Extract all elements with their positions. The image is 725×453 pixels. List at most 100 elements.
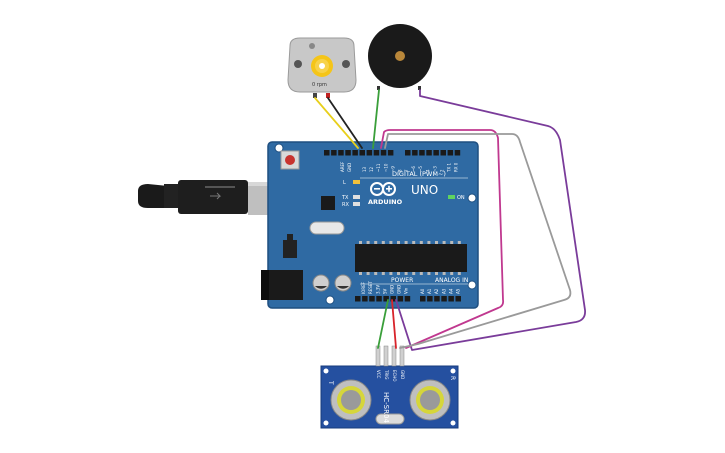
power-pin-header[interactable] — [355, 296, 411, 302]
on-led — [448, 195, 455, 199]
digital-pin-label: 2 — [440, 169, 445, 172]
wire-magenta — [380, 129, 505, 349]
header-socket[interactable] — [331, 150, 337, 156]
header-socket[interactable] — [376, 296, 382, 302]
header-socket[interactable] — [448, 296, 454, 302]
power-pin-label: GND — [390, 285, 395, 294]
header-socket[interactable] — [433, 150, 439, 156]
sensor-pin-header[interactable] — [375, 345, 405, 367]
header-socket[interactable] — [366, 150, 373, 156]
header-socket[interactable] — [441, 296, 447, 302]
header-socket[interactable] — [383, 296, 389, 302]
power-header-label: POWER — [391, 277, 413, 284]
power-pin-label: Vin — [404, 287, 409, 294]
digital-pin-label: 12 — [369, 166, 374, 172]
motor-rpm-label: 0 rpm — [312, 82, 327, 88]
header-socket[interactable] — [397, 296, 404, 302]
wire-buzzer-purple — [395, 89, 586, 351]
motor-shaft-gear-icon — [311, 55, 333, 77]
wire-motor-black — [327, 97, 363, 149]
sensor-pin-label: VCC — [376, 370, 381, 379]
digital-pin-label: ~9 — [390, 166, 395, 172]
tx-led — [353, 195, 360, 199]
header-socket[interactable] — [455, 296, 462, 302]
header-socket[interactable] — [324, 150, 330, 156]
header-socket[interactable] — [338, 150, 344, 156]
reset-button[interactable] — [280, 150, 300, 170]
sensor-pin-label: GND — [400, 370, 405, 379]
digital-pin-label: 13 — [362, 166, 367, 172]
analog-pin-label: A5 — [456, 288, 461, 294]
power-jack[interactable] — [261, 270, 303, 300]
header-socket[interactable] — [359, 150, 366, 156]
dc-motor[interactable]: 0 rpm — [287, 37, 357, 98]
gnd-top-pin-label: GND — [347, 163, 352, 172]
sensor-pin[interactable] — [375, 345, 381, 367]
digital-pin-label: ~5 — [418, 166, 423, 172]
digital-header-label: DIGITAL (PWM~) — [392, 170, 446, 178]
header-socket[interactable] — [447, 150, 454, 156]
sensor-pin[interactable] — [383, 345, 389, 367]
header-socket[interactable] — [373, 150, 380, 156]
header-socket[interactable] — [454, 150, 461, 156]
header-socket[interactable] — [369, 296, 375, 302]
header-socket[interactable] — [404, 296, 411, 302]
rx-led-label: RX — [342, 202, 349, 208]
header-socket[interactable] — [362, 296, 368, 302]
header-socket[interactable] — [405, 150, 411, 156]
header-socket[interactable] — [440, 150, 447, 156]
wire-motor-yellow — [314, 97, 359, 149]
header-socket[interactable] — [380, 150, 387, 156]
capacitors — [312, 274, 352, 292]
digital-pin-label: ~11 — [376, 163, 381, 172]
digital-pin-label: TX 1 — [447, 163, 452, 173]
header-socket[interactable] — [426, 150, 432, 156]
header-socket[interactable] — [434, 296, 440, 302]
digital-pin-label: ~3 — [432, 166, 437, 172]
power-pin-label: RESET — [368, 281, 373, 294]
header-socket[interactable] — [345, 150, 351, 156]
power-pin-label: 5V — [382, 288, 387, 294]
usb-chip — [321, 196, 335, 210]
header-socket[interactable] — [390, 296, 397, 302]
digital-pin-label: RX 0 — [454, 162, 459, 172]
sensor-model-label: HC-SR04 — [382, 392, 390, 423]
header-socket[interactable] — [412, 150, 418, 156]
header-socket[interactable] — [387, 150, 394, 156]
analog-pin-label: A4 — [448, 288, 453, 294]
arduino-uno-board[interactable]: L TX RX ON ARDUINO UNO DIGITAL (PWM~) PO… — [261, 141, 479, 309]
header-socket[interactable] — [427, 296, 433, 302]
wire-sensor-green — [377, 299, 389, 349]
sensor-pin[interactable] — [391, 345, 397, 367]
header-socket[interactable] — [420, 296, 426, 302]
sensor-crystal — [375, 413, 405, 425]
analog-header-label: ANALOG IN — [435, 277, 468, 284]
digital-pin-label: ~10 — [383, 163, 388, 172]
on-led-label: ON — [457, 195, 465, 201]
sensor-pin[interactable] — [399, 345, 405, 367]
wires — [314, 89, 586, 351]
power-pin-label: GND — [397, 285, 402, 294]
digital-pin-header[interactable] — [324, 150, 461, 156]
header-socket[interactable] — [352, 150, 358, 156]
tx-led-label: TX — [341, 195, 349, 201]
power-pin-label: 3.3V — [375, 285, 380, 294]
sensor-right-label: R — [449, 376, 456, 380]
digital-pin-label: 7 — [404, 169, 409, 172]
digital-pin-label: 4 — [425, 169, 430, 172]
analog-pin-header[interactable] — [420, 296, 461, 302]
digital-pin-label: ~6 — [411, 166, 416, 172]
usb-cable[interactable] — [138, 180, 272, 215]
piezo-buzzer[interactable] — [368, 24, 432, 90]
power-pin-label: IOREF — [361, 281, 366, 294]
arduino-model-label: UNO — [411, 183, 438, 197]
header-socket[interactable] — [355, 296, 361, 302]
sensor-left-label: T — [327, 380, 334, 385]
transmitter-transducer — [330, 379, 372, 421]
header-socket[interactable] — [419, 150, 425, 156]
